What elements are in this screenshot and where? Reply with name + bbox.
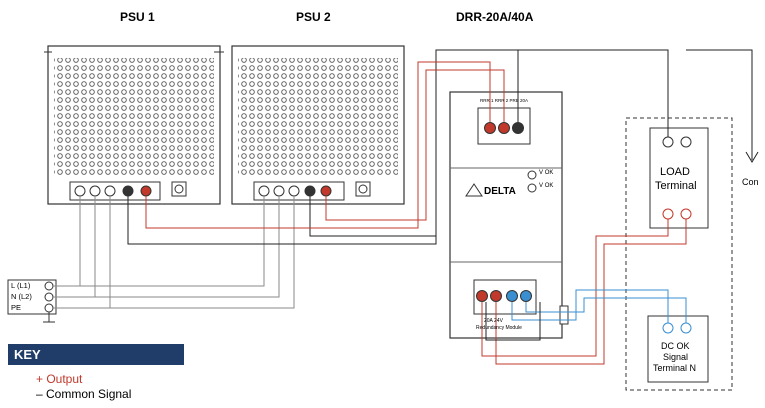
load-terminal [649,127,709,229]
drr-title: DRR-20A/40A [456,10,534,24]
ac-wires [53,196,295,309]
load-label-2: Terminal [655,180,697,192]
delta-logo-icon [465,183,483,197]
vin2-ok-label: V OK [539,183,554,189]
psu-1-vent-grille [54,58,214,176]
legend-common: – Common Signal [36,387,132,401]
input-pe-label: PE [11,303,22,312]
drr-bottom-label-1: 20A 24V [484,318,503,324]
legend: KEY + Output – Common Signal [8,344,184,404]
psu-1 [44,45,224,205]
drr-bottom-label-2: Redundancy Module [476,325,522,331]
vin1-ok-label: V OK [539,170,554,176]
legend-title: KEY [8,344,184,365]
drr-module [449,91,569,339]
load-enclosure [625,117,733,391]
psu-1-terminals [74,185,152,197]
signal-label-3: Terminal N [653,363,697,373]
signal-label-1: DC OK [661,341,690,351]
load-label-1: LOAD [660,166,690,178]
vin2-ok-led [527,183,537,193]
psu-2-vent-grille [238,58,398,176]
delta-brand: DELTA [484,186,516,197]
input-n-label: N (L2) [11,292,32,301]
common-wires [127,49,759,245]
vin1-ok-led [527,170,537,180]
signal-label-2: Signal [663,352,689,362]
side-label: Con [742,177,759,187]
psu-1-title: PSU 1 [120,10,155,24]
ac-input-terminal [7,279,57,323]
psu-2-title: PSU 2 [296,10,331,24]
signal-wires [511,289,687,323]
output-wires [145,61,687,365]
drr-top-terminal-label: RRR 1 RRR 2 PRE 20A [480,98,529,103]
psu-2 [231,45,405,205]
input-l-label: L (L1) [11,281,31,290]
din-rail-clip [559,305,569,325]
psu-2-terminals [258,185,332,197]
legend-output: + Output [36,372,83,386]
